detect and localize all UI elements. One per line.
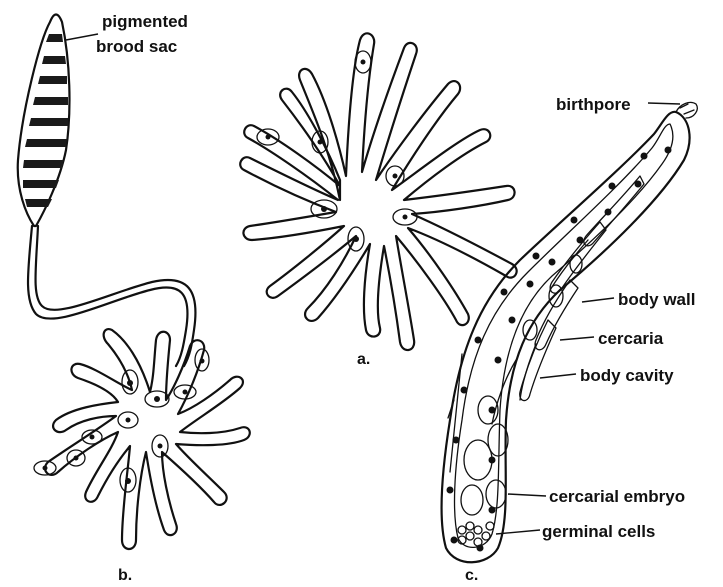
label-germinal-cells: germinal cells xyxy=(542,522,655,541)
label-cercarial-embryo: cercarial embryo xyxy=(549,487,685,506)
label-body-cavity: body cavity xyxy=(580,366,674,385)
panel-label-c: c. xyxy=(465,567,478,584)
label-body-wall: body wall xyxy=(618,290,695,309)
label-cercaria: cercaria xyxy=(598,329,664,348)
label-birthpore: birthpore xyxy=(556,95,631,114)
panel-label-b: b. xyxy=(118,567,132,584)
label-pigmented: pigmented xyxy=(102,12,188,31)
germinal-cells xyxy=(458,522,494,546)
branched-body-b xyxy=(34,329,250,549)
birthpore xyxy=(676,102,697,118)
cercarial-embryos xyxy=(461,396,508,515)
scale-bar xyxy=(448,354,462,472)
brood-sac-bands xyxy=(23,34,68,207)
label-brood-sac: brood sac xyxy=(96,37,177,56)
panel-a-sporocyst xyxy=(240,33,516,350)
pigmented-brood-sac xyxy=(18,15,70,227)
panel-b-sporocyst xyxy=(18,15,250,550)
panel-label-a: a. xyxy=(357,351,370,368)
